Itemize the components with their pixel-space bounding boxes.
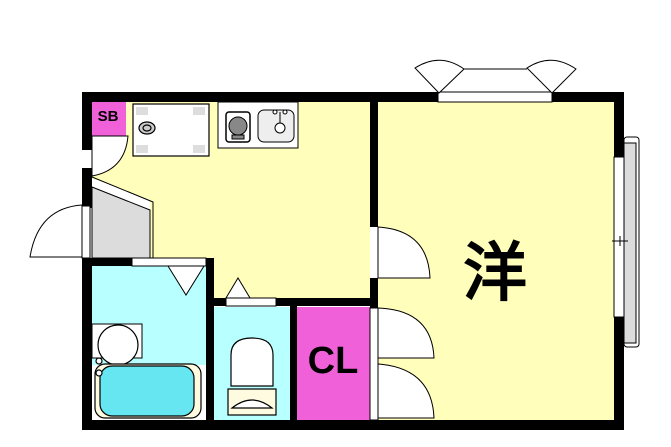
toilet-door (225, 277, 277, 307)
top-window (414, 59, 577, 103)
bathroom-door (131, 257, 207, 296)
right-window (612, 136, 640, 348)
shoe-box (92, 102, 126, 136)
closet-label: CL (307, 340, 359, 382)
washbasin (97, 324, 139, 366)
sb-door (91, 135, 129, 177)
toilet-bowl (227, 337, 277, 416)
shoe-box-label: SB (97, 108, 119, 125)
walls (82, 92, 624, 430)
closet (297, 307, 370, 420)
bathtub (99, 365, 195, 417)
western-room-label: 洋 (463, 237, 527, 311)
stove (228, 116, 248, 136)
western-room-doors (369, 226, 435, 421)
washing-machine (132, 103, 210, 157)
kitchen-counter (217, 101, 299, 149)
entrance-door (29, 204, 91, 259)
bathtub-area (91, 323, 206, 420)
